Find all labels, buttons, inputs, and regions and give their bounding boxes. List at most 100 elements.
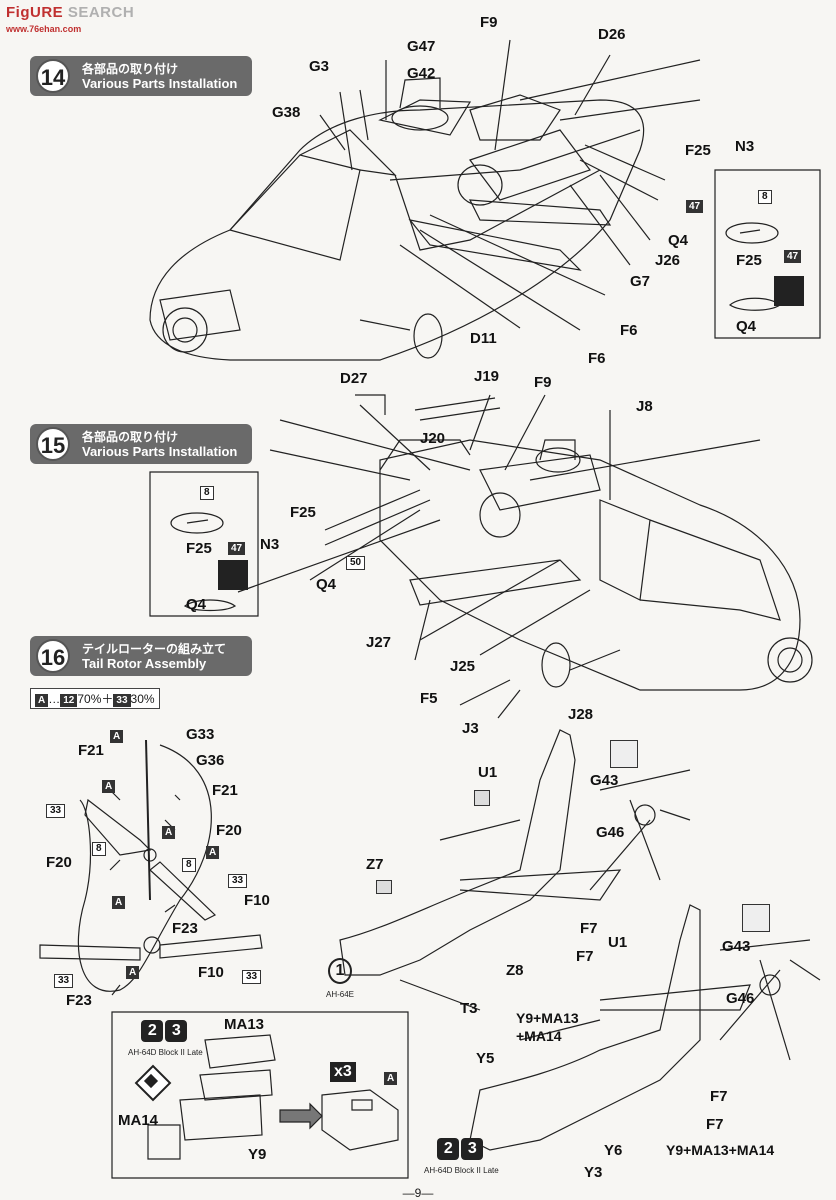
inset15-paint-icon <box>218 560 248 590</box>
part-label-z7: Z7 <box>366 856 384 873</box>
part-label-f7-b: F7 <box>576 948 594 965</box>
part-label-f10-b: F10 <box>198 964 224 981</box>
part-label-u1: U1 <box>608 934 628 951</box>
part-label-f20-a: F20 <box>216 822 242 839</box>
part-label-g38: G38 <box>272 104 301 121</box>
step-title-en: Various Parts Installation <box>82 76 238 91</box>
watermark-logo: FigURE SEARCH <box>6 4 135 21</box>
tag-33: 33 <box>242 966 262 984</box>
part-label-g43: G43 <box>722 938 751 955</box>
watermark-url: www.76ehan.com <box>6 24 82 34</box>
tag-a: A <box>102 776 116 794</box>
part-label-d27: D27 <box>340 370 368 387</box>
tag-a: A <box>162 822 176 840</box>
part-label-j28: J28 <box>568 706 594 723</box>
part-label-z8: Z8 <box>506 962 524 979</box>
part-label-u1: U1 <box>478 764 498 781</box>
part-label-f6-a: F6 <box>620 322 638 339</box>
part-label-j25: J25 <box>450 658 476 675</box>
part-label-n3: N3 <box>735 138 755 155</box>
part-label-f7-b: F7 <box>706 1116 724 1133</box>
step-title-en: Tail Rotor Assembly <box>82 656 207 671</box>
tag-a: A <box>384 1068 398 1086</box>
part-label-ma14: +MA14 <box>516 1028 562 1044</box>
part-label-f9: F9 <box>480 14 498 31</box>
part-label-f5: F5 <box>420 690 438 707</box>
part-u1-icon <box>474 790 490 806</box>
tag-33: 33 <box>46 800 66 818</box>
part-label-f25: F25 <box>685 142 711 159</box>
part-label-g3: G3 <box>309 58 330 75</box>
part-label-f23-a: F23 <box>172 920 198 937</box>
part-label-j19: J19 <box>474 368 500 385</box>
part-label-g46: G46 <box>596 824 625 841</box>
part-label-ma13: MA13 <box>224 1016 265 1033</box>
step-number: 14 <box>36 59 70 93</box>
part-label-q4: Q4 <box>316 576 337 593</box>
part-label-t3: T3 <box>460 1000 478 1017</box>
part-label-d11: D11 <box>470 330 497 347</box>
part-label-n3: N3 <box>260 536 280 553</box>
tag-a: A <box>126 962 140 980</box>
part-label-j3: J3 <box>462 720 479 737</box>
inset14-label-q4: Q4 <box>736 318 757 335</box>
part-label-f25: F25 <box>290 504 316 521</box>
part-label-y3: Y3 <box>584 1164 603 1181</box>
inset15-label-f25: F25 <box>186 540 212 557</box>
inset14-tag-47: 47 <box>784 246 802 264</box>
step-title-jp: 各部品の取り付け <box>82 62 179 76</box>
part-label-g7: G7 <box>630 273 651 290</box>
part-label-f21-a: F21 <box>78 742 104 759</box>
step-title-jp: 各部品の取り付け <box>82 430 179 444</box>
part-label-f23-b: F23 <box>66 992 92 1009</box>
inset14-paint-icon <box>774 276 804 306</box>
part-label-y9-ma13: Y9+MA13 <box>516 1010 579 1026</box>
step-number: 15 <box>36 427 70 461</box>
color-tag-47: 47 <box>686 196 704 214</box>
tag-8: 8 <box>92 838 106 856</box>
part-label-ma14: MA14 <box>118 1112 159 1129</box>
part-label-y9-ma13-ma14: Y9+MA13+MA14 <box>666 1142 775 1158</box>
tag-a: A <box>110 726 124 744</box>
step-title-en: Various Parts Installation <box>82 444 238 459</box>
step-14-header: 14 各部品の取り付け Various Parts Installation <box>30 56 252 96</box>
inset14-tag-8: 8 <box>758 186 772 204</box>
part-z7-icon <box>376 880 392 894</box>
part-label-f10-a: F10 <box>244 892 270 909</box>
part-label-q4: Q4 <box>668 232 689 249</box>
tag-a: A <box>112 892 126 910</box>
part-label-y6: Y6 <box>604 1142 623 1159</box>
tag-33: 33 <box>228 870 248 888</box>
no-glue-icon <box>742 904 770 932</box>
part-label-f21-b: F21 <box>212 782 238 799</box>
part-label-j8: J8 <box>636 398 653 415</box>
inset15-tag-8: 8 <box>200 482 214 500</box>
part-label-g33: G33 <box>186 726 215 743</box>
step-title-jp: テイルローターの組み立て <box>82 642 227 656</box>
part-label-y9: Y9 <box>248 1146 267 1163</box>
no-glue-icon <box>610 740 638 768</box>
part-label-y5: Y5 <box>476 1050 495 1067</box>
tag-a: A <box>206 842 220 860</box>
inset15-label-q4: Q4 <box>186 596 207 613</box>
page-number: —9— <box>402 1186 434 1200</box>
part-label-g46: G46 <box>726 990 755 1007</box>
part-label-f7-a: F7 <box>580 920 598 937</box>
tag-33: 33 <box>54 970 74 988</box>
step-number: 16 <box>36 639 70 673</box>
part-label-f9: F9 <box>534 374 552 391</box>
part-label-j27: J27 <box>366 634 392 651</box>
step-15-header: 15 各部品の取り付け Various Parts Installation <box>30 424 252 464</box>
part-label-f6-b: F6 <box>588 350 606 367</box>
part-label-j20: J20 <box>420 430 446 447</box>
inset14-label-f25: F25 <box>736 252 762 269</box>
part-label-f7-a: F7 <box>710 1088 728 1105</box>
quantity-x3-badge: x3 <box>330 1062 356 1082</box>
part-label-g42: G42 <box>407 65 436 82</box>
part-label-f20-b: F20 <box>46 854 72 871</box>
